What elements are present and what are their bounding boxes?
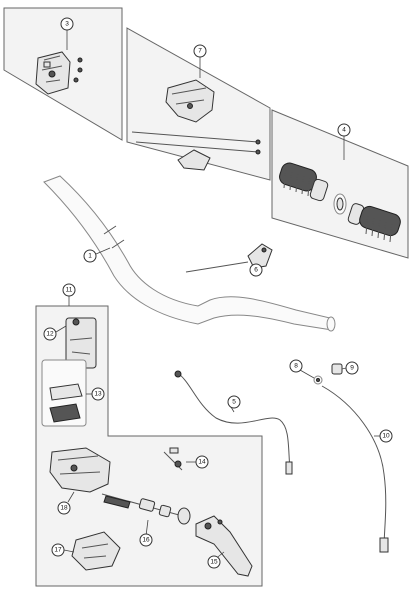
cable-rods [131,131,261,155]
left-grip-part [279,162,329,202]
callout-15: 15 [207,555,221,569]
callout-6: 6 [249,263,263,277]
callout-1-label: 1 [88,253,92,260]
callout-17-label: 17 [54,547,62,554]
callout-8: 8 [289,359,303,373]
cable-adjuster-part: 8 [289,359,323,385]
panel-3-switch-housing: 3 [3,7,123,141]
callout-7-label: 7 [198,48,202,55]
throttle-clamp-part [165,79,215,123]
callout-11-label: 11 [66,287,73,294]
reservoir-diaphragm-part [41,359,87,427]
callout-9: 9 [345,361,359,375]
piston-kit-part [101,493,191,525]
callout-16: 16 [139,533,153,547]
callout-17: 17 [51,543,65,557]
right-grip-part [347,203,401,243]
lever-cover-part [71,531,121,571]
bracket-6-part: 6 [185,243,273,277]
callout-13-label: 13 [94,391,102,398]
callout-12-label: 12 [46,331,54,338]
callout-10: 10 [379,429,393,443]
callout-9-label: 9 [350,365,354,372]
reservoir-cap-part [65,317,97,369]
callout-12: 12 [43,327,57,341]
callout-13: 13 [91,387,105,401]
clamp-cover-part [177,149,211,171]
callout-8-label: 8 [294,363,298,370]
callout-6-label: 6 [254,267,258,274]
callout-14: 14 [195,455,209,469]
callout-16-label: 16 [142,537,150,544]
master-cylinder-part [49,447,111,493]
panel-7-throttle-clamp: 7 [126,27,271,181]
adjuster-screw-part: 9 [331,361,359,375]
hand-lever-part [195,515,253,577]
callout-18-label: 18 [60,505,68,512]
clutch-cable-part: 10 [321,385,393,553]
callout-11: 11 [62,283,76,297]
brake-assembly-group: 11 12 13 [35,283,263,587]
callout-5: 5 [227,395,241,409]
throttle-cable-part: 5 [174,370,293,475]
callout-10-label: 10 [382,433,390,440]
small-screws [73,57,83,83]
callout-7: 7 [193,44,207,58]
callout-14-label: 14 [198,459,206,466]
throttle-tube-part [333,193,347,215]
callout-3: 3 [60,17,74,31]
panel-4-grips: 4 [271,109,409,259]
switch-housing-part [35,51,71,95]
callout-18: 18 [57,501,71,515]
callout-15-label: 15 [210,559,218,566]
screw-set-part [163,447,183,471]
callout-1: 1 [83,249,97,263]
callout-4-label: 4 [342,127,346,134]
callout-3-label: 3 [65,21,69,28]
handlebar-part: 1 [43,175,336,332]
callout-4: 4 [337,123,351,137]
callout-5-label: 5 [232,399,236,406]
